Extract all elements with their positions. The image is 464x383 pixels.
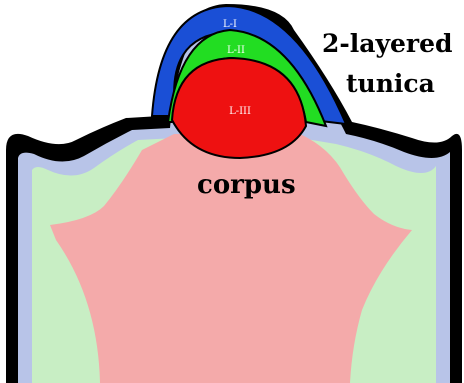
caption-tunica-line2: tunica	[346, 69, 435, 98]
label-l1: L-I	[223, 19, 237, 30]
label-l3: L-III	[229, 106, 251, 117]
caption-tunica-line1: 2-layered	[322, 29, 452, 58]
caption-corpus: corpus	[197, 170, 296, 200]
label-l2: L-II	[227, 45, 245, 56]
